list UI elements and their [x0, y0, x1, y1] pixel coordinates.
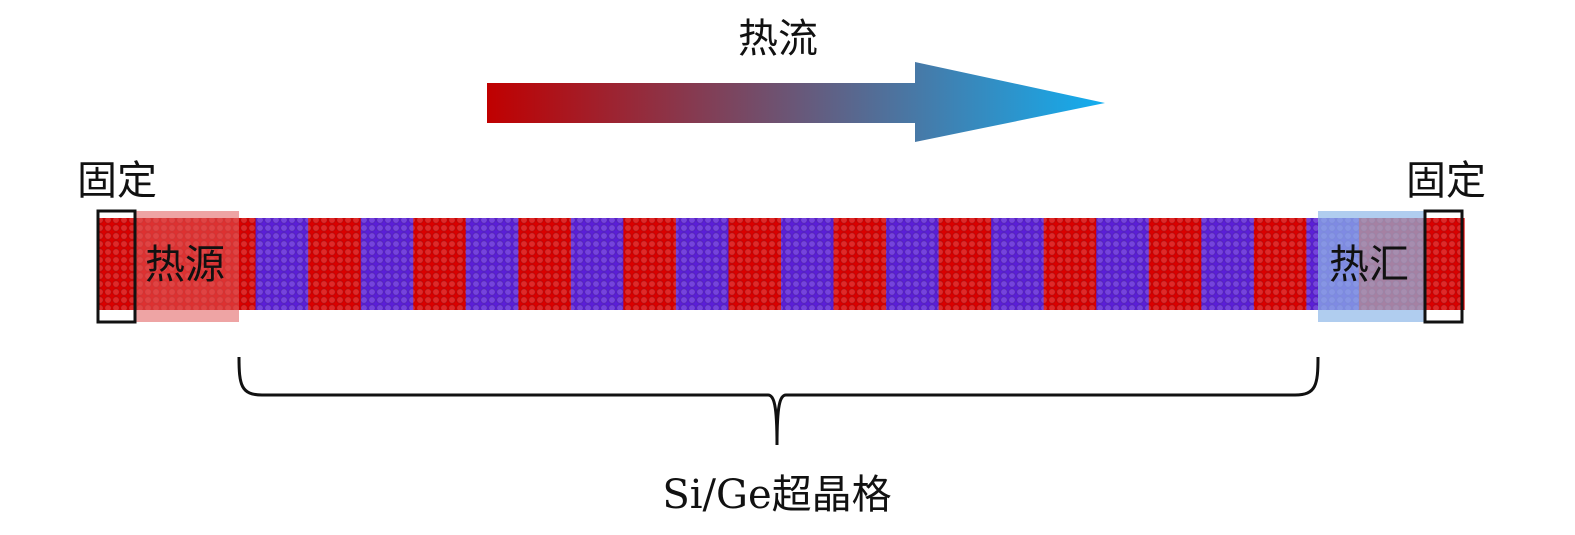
heat-source-label: 热源 — [145, 242, 225, 288]
fixed-left-box — [96, 209, 137, 324]
heat-flow-label: 热流 — [738, 16, 818, 62]
heat-source-region — [135, 211, 239, 322]
superlattice-brace — [237, 356, 1320, 446]
heat-sink-region — [1318, 211, 1424, 322]
fixed-left-label: 固定 — [77, 158, 157, 204]
atom-texture — [98, 218, 1464, 310]
superlattice-label: Si/Ge超晶格 — [662, 472, 891, 518]
heat-sink-label: 热汇 — [1329, 242, 1409, 288]
fixed-right-box — [1423, 209, 1464, 324]
heat-flow-arrow-icon — [487, 62, 1105, 142]
fixed-right-label: 固定 — [1406, 158, 1486, 204]
